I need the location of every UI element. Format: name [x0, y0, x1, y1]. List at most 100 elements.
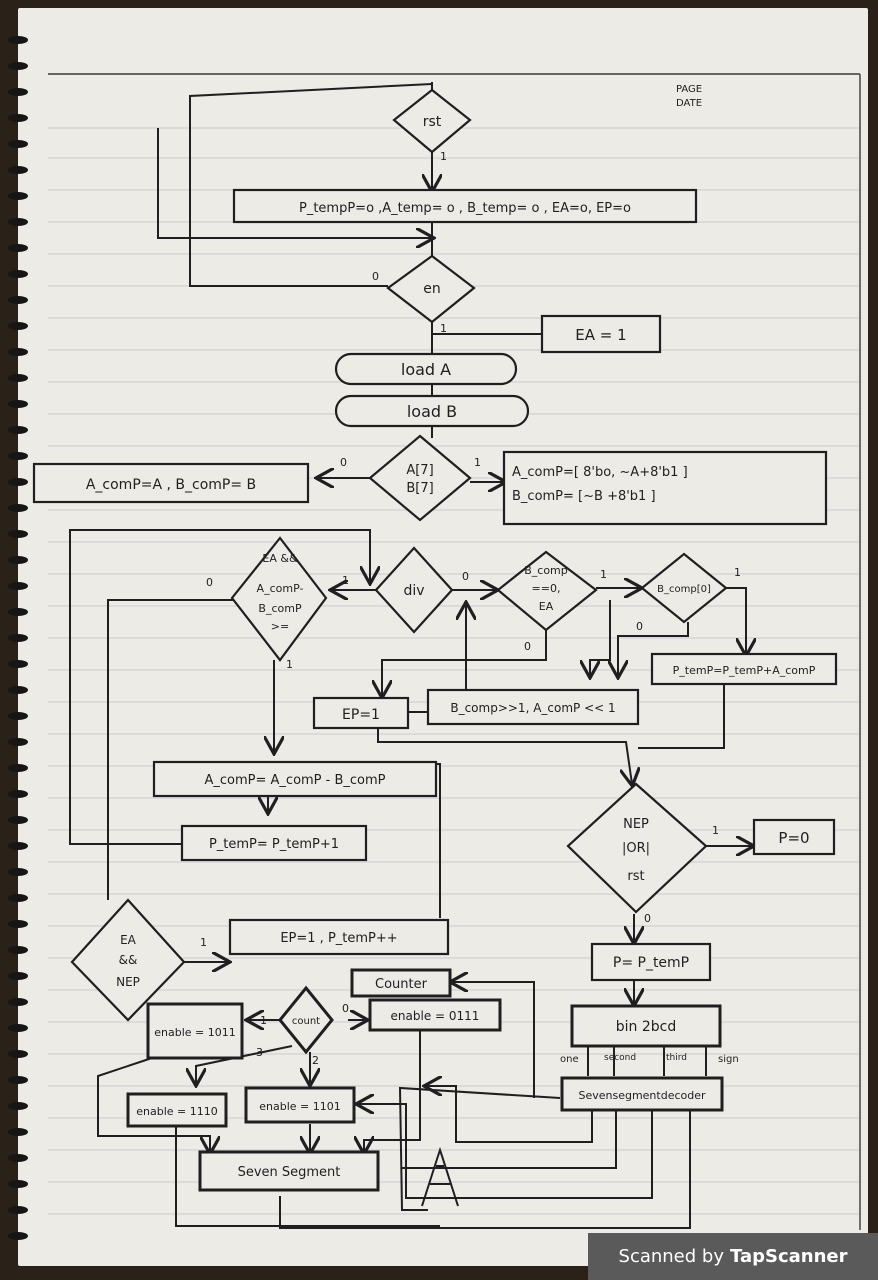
- nep-line-2: |OR|: [622, 841, 650, 856]
- label-sign-1: 1: [474, 456, 481, 469]
- compare-decision: EA && A_comP- B_comP >=: [230, 536, 328, 662]
- shift-label: B_comp>>1, A_comP << 1: [450, 701, 615, 715]
- ep-ptemp-label: EP=1 , P_temP++: [280, 931, 397, 946]
- spiral-binding: [8, 36, 28, 1240]
- output-third: third: [666, 1053, 687, 1063]
- shift-box: B_comp>>1, A_comP << 1: [426, 688, 640, 726]
- label-compare-0: 0: [206, 576, 213, 589]
- init-box: P_tempP=o ,A_temp= o , B_temp= o , EA=o,…: [232, 188, 698, 224]
- ep1-box: EP=1: [312, 696, 410, 730]
- bcomp0-label: B_comp[0]: [657, 584, 711, 595]
- counter-label: Counter: [375, 977, 428, 992]
- comp-plain-box: A_comP=A , B_comP= B: [32, 462, 310, 504]
- label-count-3: 3: [256, 1046, 263, 1059]
- compare-line-1: EA &&: [262, 552, 298, 565]
- scanner-brand: TapScanner: [729, 1246, 848, 1267]
- comp-neg-line-1: A_comP=[ 8'bo, ~A+8'b1 ]: [512, 465, 688, 480]
- label-div-0: 0: [462, 570, 469, 583]
- bzero-line-1: B_comp: [524, 564, 568, 577]
- seven-decoder-box: Sevensegmentdecoder: [560, 1076, 724, 1112]
- output-one: one: [560, 1054, 579, 1065]
- label-bzero-1: 1: [600, 568, 607, 581]
- output-sign: sign: [718, 1054, 739, 1065]
- sign-line-2: B[7]: [406, 481, 433, 496]
- comp-plain-label: A_comP=A , B_comP= B: [86, 477, 256, 493]
- label-nep-1: 1: [712, 824, 719, 837]
- bzero-line-2: ==0,: [532, 582, 561, 595]
- rst-label: rst: [423, 114, 442, 130]
- scanner-prefix: Scanned by: [618, 1246, 724, 1267]
- bzero-decision: B_comp ==0, EA: [496, 550, 598, 632]
- label-ea-nep-1: 1: [200, 936, 207, 949]
- bin2bcd-box: bin 2bcd: [570, 1004, 722, 1048]
- comp-neg-line-2: B_comP= [~B +8'b1 ]: [512, 489, 656, 504]
- label-en-1: 1: [440, 322, 447, 335]
- ep1-label: EP=1: [342, 707, 380, 723]
- output-second: second: [604, 1053, 636, 1063]
- ea-nep-line-1: EA: [120, 933, 137, 947]
- enable-0111-label: enable = 0111: [391, 1009, 480, 1023]
- enable-1011-label: enable = 1011: [154, 1026, 236, 1039]
- ep-ptemp-box: EP=1 , P_temP++: [228, 918, 450, 956]
- date-label: DATE: [676, 98, 702, 109]
- enable-0111-box: enable = 0111: [368, 998, 502, 1032]
- ea-nep-decision: EA && NEP: [70, 898, 186, 1022]
- seven-segment-label: Seven Segment: [238, 1165, 341, 1180]
- label-compare-1: 1: [286, 658, 293, 671]
- enable-1110-label: enable = 1110: [136, 1105, 218, 1118]
- nep-decision: NEP |OR| rst: [566, 782, 708, 914]
- label-bcomp0-0: 0: [636, 620, 643, 633]
- counter-box: Counter: [350, 968, 452, 998]
- p-assign-label: P= P_temP: [613, 955, 689, 971]
- div-decision: div: [374, 546, 454, 634]
- label-rst-1: 1: [440, 150, 447, 163]
- sub-label: A_comP= A_comP - B_comP: [205, 773, 386, 788]
- ptemp-inc-box: P_temP= P_temP+1: [180, 824, 368, 862]
- label-bzero-0: 0: [524, 640, 531, 653]
- count-label: count: [292, 1016, 320, 1027]
- enable-1011-box: enable = 1011: [146, 1002, 244, 1060]
- sign-line-1: A[7]: [406, 463, 433, 478]
- enable-1110-box: enable = 1110: [126, 1092, 228, 1128]
- eiffel-tower-doodle: [421, 1146, 459, 1207]
- page-label: PAGE: [676, 84, 702, 95]
- seven-segment-box: Seven Segment: [198, 1150, 380, 1192]
- en-decision: en: [386, 254, 476, 324]
- p-zero-box: P=0: [752, 818, 836, 856]
- seven-decoder-label: Sevensegmentdecoder: [578, 1089, 706, 1102]
- rst-decision: rst: [392, 88, 472, 154]
- load-b-box: load B: [334, 394, 530, 428]
- ea-nep-line-2: &&: [119, 953, 138, 967]
- div-label: div: [403, 583, 424, 599]
- count-decision: count: [278, 985, 334, 1055]
- ptemp-add-label: P_temP=P_temP+A_comP: [673, 664, 816, 677]
- ptemp-inc-label: P_temP= P_temP+1: [209, 837, 339, 852]
- load-a-box: load A: [334, 352, 518, 386]
- p-assign-box: P= P_temP: [590, 942, 712, 982]
- ea-set-label: EA = 1: [575, 326, 626, 344]
- label-count-1: 1: [260, 1014, 267, 1027]
- load-b-label: load B: [407, 402, 457, 421]
- compare-line-4: >=: [271, 620, 289, 633]
- compare-line-2: A_comP-: [257, 582, 304, 595]
- sub-box: A_comP= A_comP - B_comP: [152, 760, 438, 798]
- label-div-1: 1: [342, 574, 349, 587]
- label-nep-0: 0: [644, 912, 651, 925]
- bzero-line-3: EA: [539, 600, 554, 613]
- enable-1101-label: enable = 1101: [259, 1100, 341, 1113]
- label-bcomp0-1: 1: [734, 566, 741, 579]
- nep-line-3: rst: [627, 869, 644, 884]
- bin2bcd-label: bin 2bcd: [616, 1019, 676, 1035]
- sign-decision: A[7] B[7]: [368, 434, 472, 522]
- p-zero-label: P=0: [778, 829, 809, 847]
- en-label: en: [423, 281, 441, 297]
- init-label: P_tempP=o ,A_temp= o , B_temp= o , EA=o,…: [299, 201, 631, 216]
- ea-set-box: EA = 1: [540, 314, 662, 354]
- bcomp0-decision: B_comp[0]: [640, 552, 728, 624]
- ptemp-add-box: P_temP=P_temP+A_comP: [650, 652, 838, 686]
- scanner-watermark: Scanned by TapScanner: [588, 1233, 878, 1280]
- load-a-label: load A: [401, 360, 451, 379]
- ea-nep-line-3: NEP: [116, 975, 140, 989]
- label-en-0: 0: [372, 270, 379, 283]
- nep-line-1: NEP: [623, 817, 649, 832]
